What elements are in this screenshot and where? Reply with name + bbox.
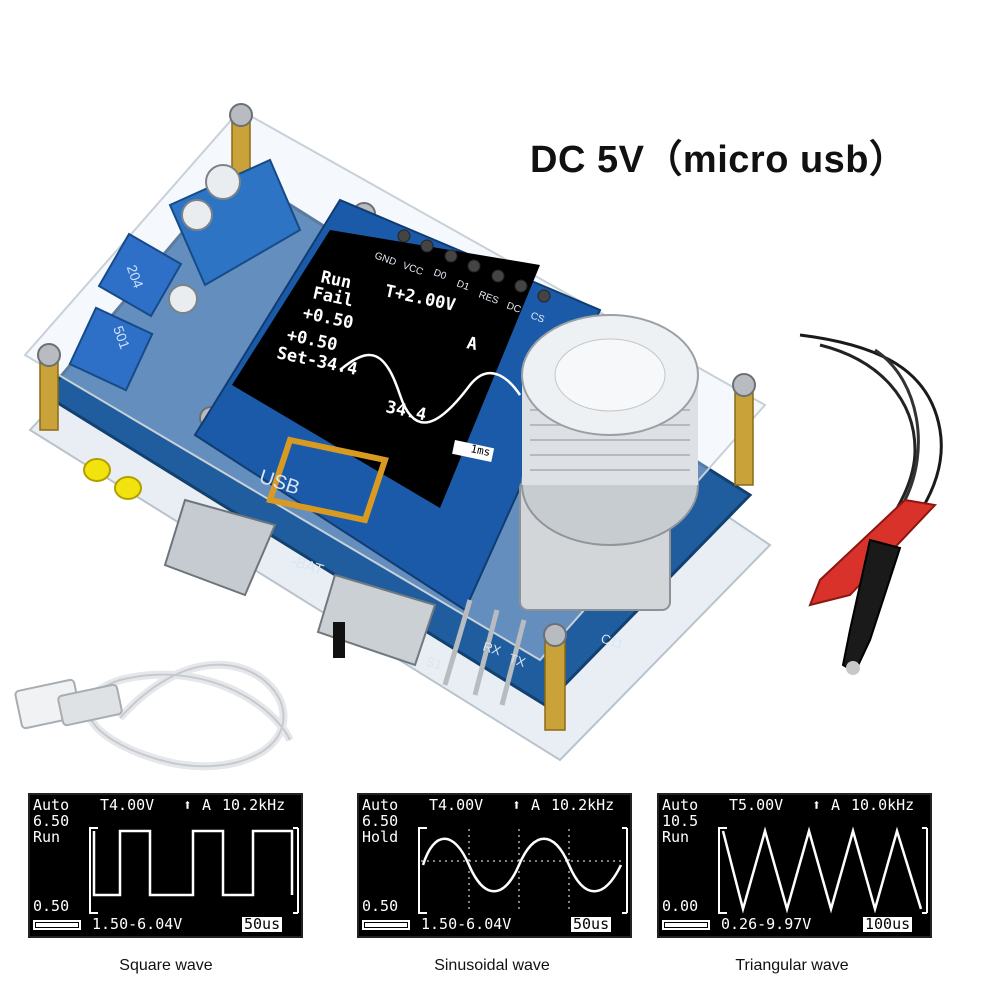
svg-text:RX: RX bbox=[481, 639, 503, 659]
scope-screen-sine: Auto T4.00V ⬆ A 10.2kHz 6.50 Hold 0.50 1… bbox=[357, 793, 632, 938]
sine-waveform bbox=[362, 827, 628, 930]
voltage-range: 1.50-6.04V bbox=[92, 915, 183, 933]
trigger-edge-icon: ⬆ bbox=[512, 796, 522, 814]
uart-pins bbox=[442, 599, 527, 706]
vmax-label: 6.50 bbox=[362, 812, 399, 830]
voltage-range: 1.50-6.04V bbox=[421, 915, 512, 933]
headline: DC 5V（micro usb） bbox=[530, 139, 908, 181]
svg-text:501: 501 bbox=[110, 324, 133, 352]
scope-screen-square: Auto T4.00V ⬆ A 10.2kHz 6.50 Run 0.50 1.… bbox=[28, 793, 303, 938]
oled-module: GND VCC D0 D1 RES DC CS Run Fail +0.50 +… bbox=[193, 198, 602, 612]
scope-screen-triangle: Auto T5.00V ⬆ A 10.0kHz 10.5 Run 0.00 0.… bbox=[657, 793, 932, 938]
product-photo: 204 501 GND VCC D0 D1 RES DC CS Run bbox=[14, 103, 943, 771]
terminal-block bbox=[168, 158, 302, 314]
test-points bbox=[83, 458, 142, 500]
vmax-label: 10.5 bbox=[662, 812, 699, 830]
run-state: Hold bbox=[362, 828, 399, 846]
usb-a-plug bbox=[14, 678, 123, 730]
vmax-label: 6.50 bbox=[33, 812, 70, 830]
svg-text:A: A bbox=[465, 333, 479, 355]
vmin-label: 0.50 bbox=[362, 897, 399, 915]
frequency-readout: 10.0kHz bbox=[851, 796, 915, 814]
trigger-level: T4.00V bbox=[429, 796, 484, 814]
channel-label: A bbox=[831, 796, 841, 814]
timebase-label: 100us bbox=[863, 915, 913, 933]
vmin-label: 0.00 bbox=[662, 897, 699, 915]
svg-text:D0: D0 bbox=[432, 267, 448, 282]
channel-label: A bbox=[531, 796, 541, 814]
mode-label: Auto bbox=[33, 796, 70, 814]
svg-text:D1: D1 bbox=[455, 278, 471, 293]
svg-text:DC: DC bbox=[505, 300, 522, 315]
vmin-label: 0.50 bbox=[33, 897, 70, 915]
timebase-label: 50us bbox=[242, 915, 283, 933]
rotary-knob bbox=[519, 314, 699, 611]
trigger-level: T5.00V bbox=[729, 796, 784, 814]
mode-label: Auto bbox=[362, 796, 399, 814]
caption-triangular-wave: Triangular wave bbox=[735, 957, 849, 974]
frequency-readout: 10.2kHz bbox=[222, 796, 286, 814]
svg-text:204: 204 bbox=[124, 263, 147, 291]
svg-text:CS: CS bbox=[529, 310, 546, 325]
trim-pot-204: 204 bbox=[97, 232, 183, 318]
trigger-level: T4.00V bbox=[100, 796, 155, 814]
black-alligator-clip bbox=[841, 538, 902, 675]
triangle-waveform bbox=[662, 826, 928, 930]
frequency-readout: 10.2kHz bbox=[551, 796, 615, 814]
micro-usb-port: USB bbox=[163, 466, 302, 597]
svg-text:TX: TX bbox=[507, 651, 528, 671]
timebase-label: 50us bbox=[571, 915, 612, 933]
trim-pot-501: 501 bbox=[68, 306, 154, 392]
power-switch: -BAT bbox=[289, 553, 437, 667]
caption-square-wave: Square wave bbox=[119, 957, 213, 974]
svg-text:1ms: 1ms bbox=[469, 442, 491, 459]
mode-label: Auto bbox=[662, 796, 699, 814]
channel-label: A bbox=[202, 796, 212, 814]
trigger-edge-icon: ⬆ bbox=[183, 796, 193, 814]
usb-cable bbox=[86, 663, 291, 768]
trigger-edge-icon: ⬆ bbox=[812, 796, 822, 814]
svg-text:C11: C11 bbox=[599, 631, 625, 652]
svg-text:S1: S1 bbox=[424, 654, 444, 673]
square-waveform bbox=[33, 827, 299, 930]
run-state: Run bbox=[33, 828, 61, 846]
run-state: Run bbox=[662, 828, 690, 846]
caption-sinusoidal-wave: Sinusoidal wave bbox=[434, 957, 550, 974]
voltage-range: 0.26-9.97V bbox=[721, 915, 812, 933]
